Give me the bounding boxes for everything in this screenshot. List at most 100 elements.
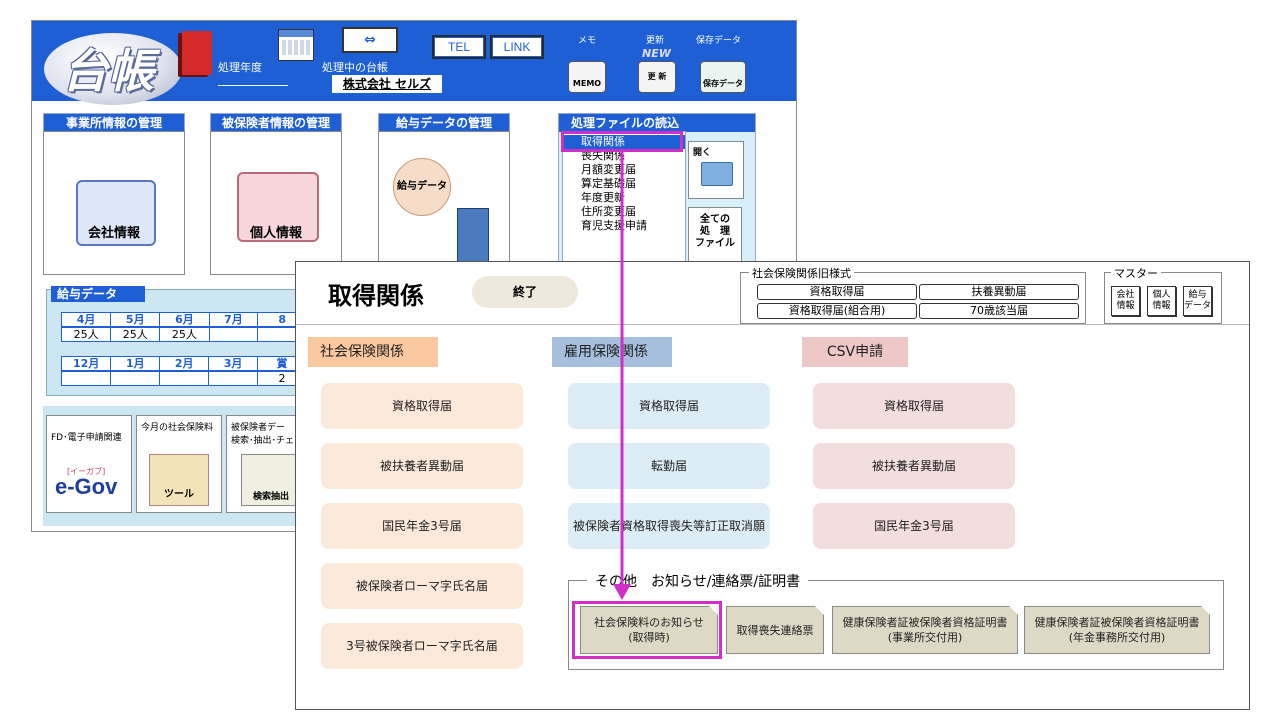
old-acquisition-button[interactable]: 資格取得届	[757, 284, 917, 300]
update-new-text: NEW	[642, 47, 671, 60]
app-logo-text: 台帳	[62, 44, 154, 98]
social-form-button[interactable]: 被保険者ローマ字氏名届	[321, 563, 523, 609]
master-company-button[interactable]: 会社 情報	[1111, 286, 1140, 316]
month-header[interactable]: 5月	[110, 312, 161, 328]
calendar-icon[interactable]	[278, 29, 314, 61]
month-header[interactable]: 1月	[110, 356, 161, 372]
salary-count-cell[interactable]	[257, 326, 307, 342]
old-age70-button[interactable]: 70歳該当届	[919, 303, 1079, 319]
salary-count-cell[interactable]: 25人	[60, 326, 112, 342]
header-divider	[296, 324, 1249, 325]
company-name: 株式会社 セルズ	[332, 75, 442, 93]
employment-insurance-header: 雇用保険関係	[552, 337, 672, 367]
social-form-button[interactable]: 資格取得届	[321, 383, 523, 429]
employment-form-button[interactable]: 資格取得届	[568, 383, 770, 429]
old-acquisition-union-button[interactable]: 資格取得届(組合用)	[757, 303, 917, 319]
save-data-icon[interactable]: 保存データ	[700, 61, 746, 93]
end-button[interactable]: 終了	[472, 276, 578, 308]
fd-e-gov-tile[interactable]: FD･電子申請関連 [イーガブ] e-Gov	[46, 415, 132, 513]
processing-year-field[interactable]	[218, 85, 288, 86]
search-extract-title: 被保険者デー 検索･抽出･チェ	[231, 423, 295, 446]
company-info-tile[interactable]: 会社情報	[43, 131, 185, 275]
app-logo	[44, 33, 182, 105]
csv-application-header: CSV申請	[802, 337, 908, 367]
csv-form-button[interactable]: 被扶養者異動届	[813, 443, 1015, 489]
month-header[interactable]: 4月	[60, 312, 112, 328]
other-notices-legend: その他 お知らせ/連絡票/証明書	[587, 571, 809, 591]
cert-pension-line2: (年金事務所交付用)	[1068, 631, 1166, 644]
ledger-book-icon	[182, 31, 212, 75]
people-icon	[237, 172, 319, 242]
contact-slip-line1: 取得喪失連絡票	[736, 623, 814, 637]
premium-notice-line2: (取得時)	[628, 631, 670, 644]
salary-count-cell[interactable]	[110, 370, 161, 386]
update-caption: 更新	[646, 36, 665, 46]
file-item[interactable]: 喪失関係	[581, 149, 625, 162]
old-dependent-change-button[interactable]: 扶養異動届	[919, 284, 1079, 300]
link-button[interactable]: LINK	[490, 35, 544, 59]
old-format-group: 社会保険関係旧様式 資格取得届 扶養異動届 資格取得届(組合用) 70歳該当届	[740, 265, 1086, 324]
file-item[interactable]: 取得関係	[563, 135, 685, 149]
social-form-button[interactable]: 3号被保険者ローマ字氏名届	[321, 623, 523, 669]
building-icon	[76, 180, 156, 246]
personal-info-label: 個人情報	[249, 226, 302, 241]
cert-pension-line1: 健康保険者証被保険者資格証明書	[1034, 616, 1200, 629]
social-form-button[interactable]: 国民年金3号届	[321, 503, 523, 549]
month-header[interactable]: 6月	[159, 312, 210, 328]
acquisition-window: 取得関係 終了 社会保険関係旧様式 資格取得届 扶養異動届 資格取得届(組合用)…	[295, 261, 1250, 710]
office-panel-title: 事業所情報の管理	[44, 114, 184, 132]
highlight-file-item	[561, 131, 683, 152]
month-header[interactable]: 3月	[208, 356, 259, 372]
update-icon[interactable]: 更 新	[638, 61, 676, 93]
save-data-caption: 保存データ	[696, 36, 742, 46]
csv-form-button[interactable]: 国民年金3号届	[813, 503, 1015, 549]
e-gov-logo: e-Gov	[55, 474, 118, 499]
master-personal-button[interactable]: 個人 情報	[1147, 286, 1176, 316]
cert-office-line1: 健康保険者証被保険者資格証明書	[842, 616, 1008, 629]
master-salary-button[interactable]: 給与 データ	[1183, 286, 1212, 316]
acquisition-loss-contact-button[interactable]: 取得喪失連絡票	[726, 606, 824, 654]
insurance-certificate-pension-button[interactable]: 健康保険者証被保険者資格証明書 (年金事務所交付用)	[1024, 606, 1210, 654]
switch-ledger-icon[interactable]: ⇔	[342, 27, 398, 53]
insurance-tool-tile[interactable]: 今月の社会保険料 ツール	[136, 415, 222, 513]
master-group: マスター 会社 情報 個人 情報 給与 データ	[1104, 265, 1222, 324]
highlight-notice-button	[572, 601, 722, 659]
file-item[interactable]: 育児支援申請	[581, 219, 647, 232]
month-header[interactable]: 2月	[159, 356, 210, 372]
insurance-tool-title: 今月の社会保険料	[141, 423, 214, 433]
old-format-legend: 社会保険関係旧様式	[749, 265, 854, 281]
insured-panel-title: 被保険者情報の管理	[211, 114, 341, 132]
insurance-certificate-office-button[interactable]: 健康保険者証被保険者資格証明書 (事業所交付用)	[832, 606, 1018, 654]
tool-icon: ツール	[149, 454, 209, 506]
salary-count-cell[interactable]: 25人	[110, 326, 161, 342]
window-title: 取得関係	[328, 282, 424, 310]
premium-notice-button[interactable]: 社会保険料のお知らせ (取得時)	[580, 606, 718, 654]
salary-table-title: 給与データ	[51, 286, 145, 302]
search-extract-tile[interactable]: 被保険者デー 検索･抽出･チェ 検索抽出	[226, 415, 314, 513]
salary-count-cell[interactable]	[60, 370, 112, 386]
social-form-button[interactable]: 被扶養者異動届	[321, 443, 523, 489]
tel-button[interactable]: TEL	[432, 35, 486, 59]
month-header[interactable]: 12月	[60, 356, 112, 372]
premium-notice-line1: 社会保険料のお知らせ	[594, 616, 704, 629]
employment-form-button[interactable]: 転勤届	[568, 443, 770, 489]
personal-info-tile[interactable]: 個人情報	[210, 131, 342, 275]
all-files-button[interactable]: 全ての 処 理 ファイル	[688, 207, 742, 263]
fd-e-gov-title: FD･電子申請関連	[51, 433, 122, 443]
salary-data-icon: 給与データ	[393, 158, 451, 216]
open-file-button[interactable]: 開く	[688, 141, 744, 199]
memo-icon[interactable]: MEMO	[568, 61, 606, 93]
csv-form-button[interactable]: 資格取得届	[813, 383, 1015, 429]
month-header[interactable]: 7月	[208, 312, 259, 328]
salary-count-cell[interactable]	[208, 326, 259, 342]
salary-panel-title: 給与データの管理	[379, 114, 509, 132]
salary-count-cell[interactable]	[159, 370, 210, 386]
other-notices-group: その他 お知らせ/連絡票/証明書	[568, 571, 1224, 670]
current-ledger-label: 処理中の台帳	[322, 61, 388, 74]
salary-count-cell[interactable]: 25人	[159, 326, 210, 342]
file-item[interactable]: 年度更新	[581, 191, 625, 204]
memo-caption: メモ	[578, 36, 597, 46]
